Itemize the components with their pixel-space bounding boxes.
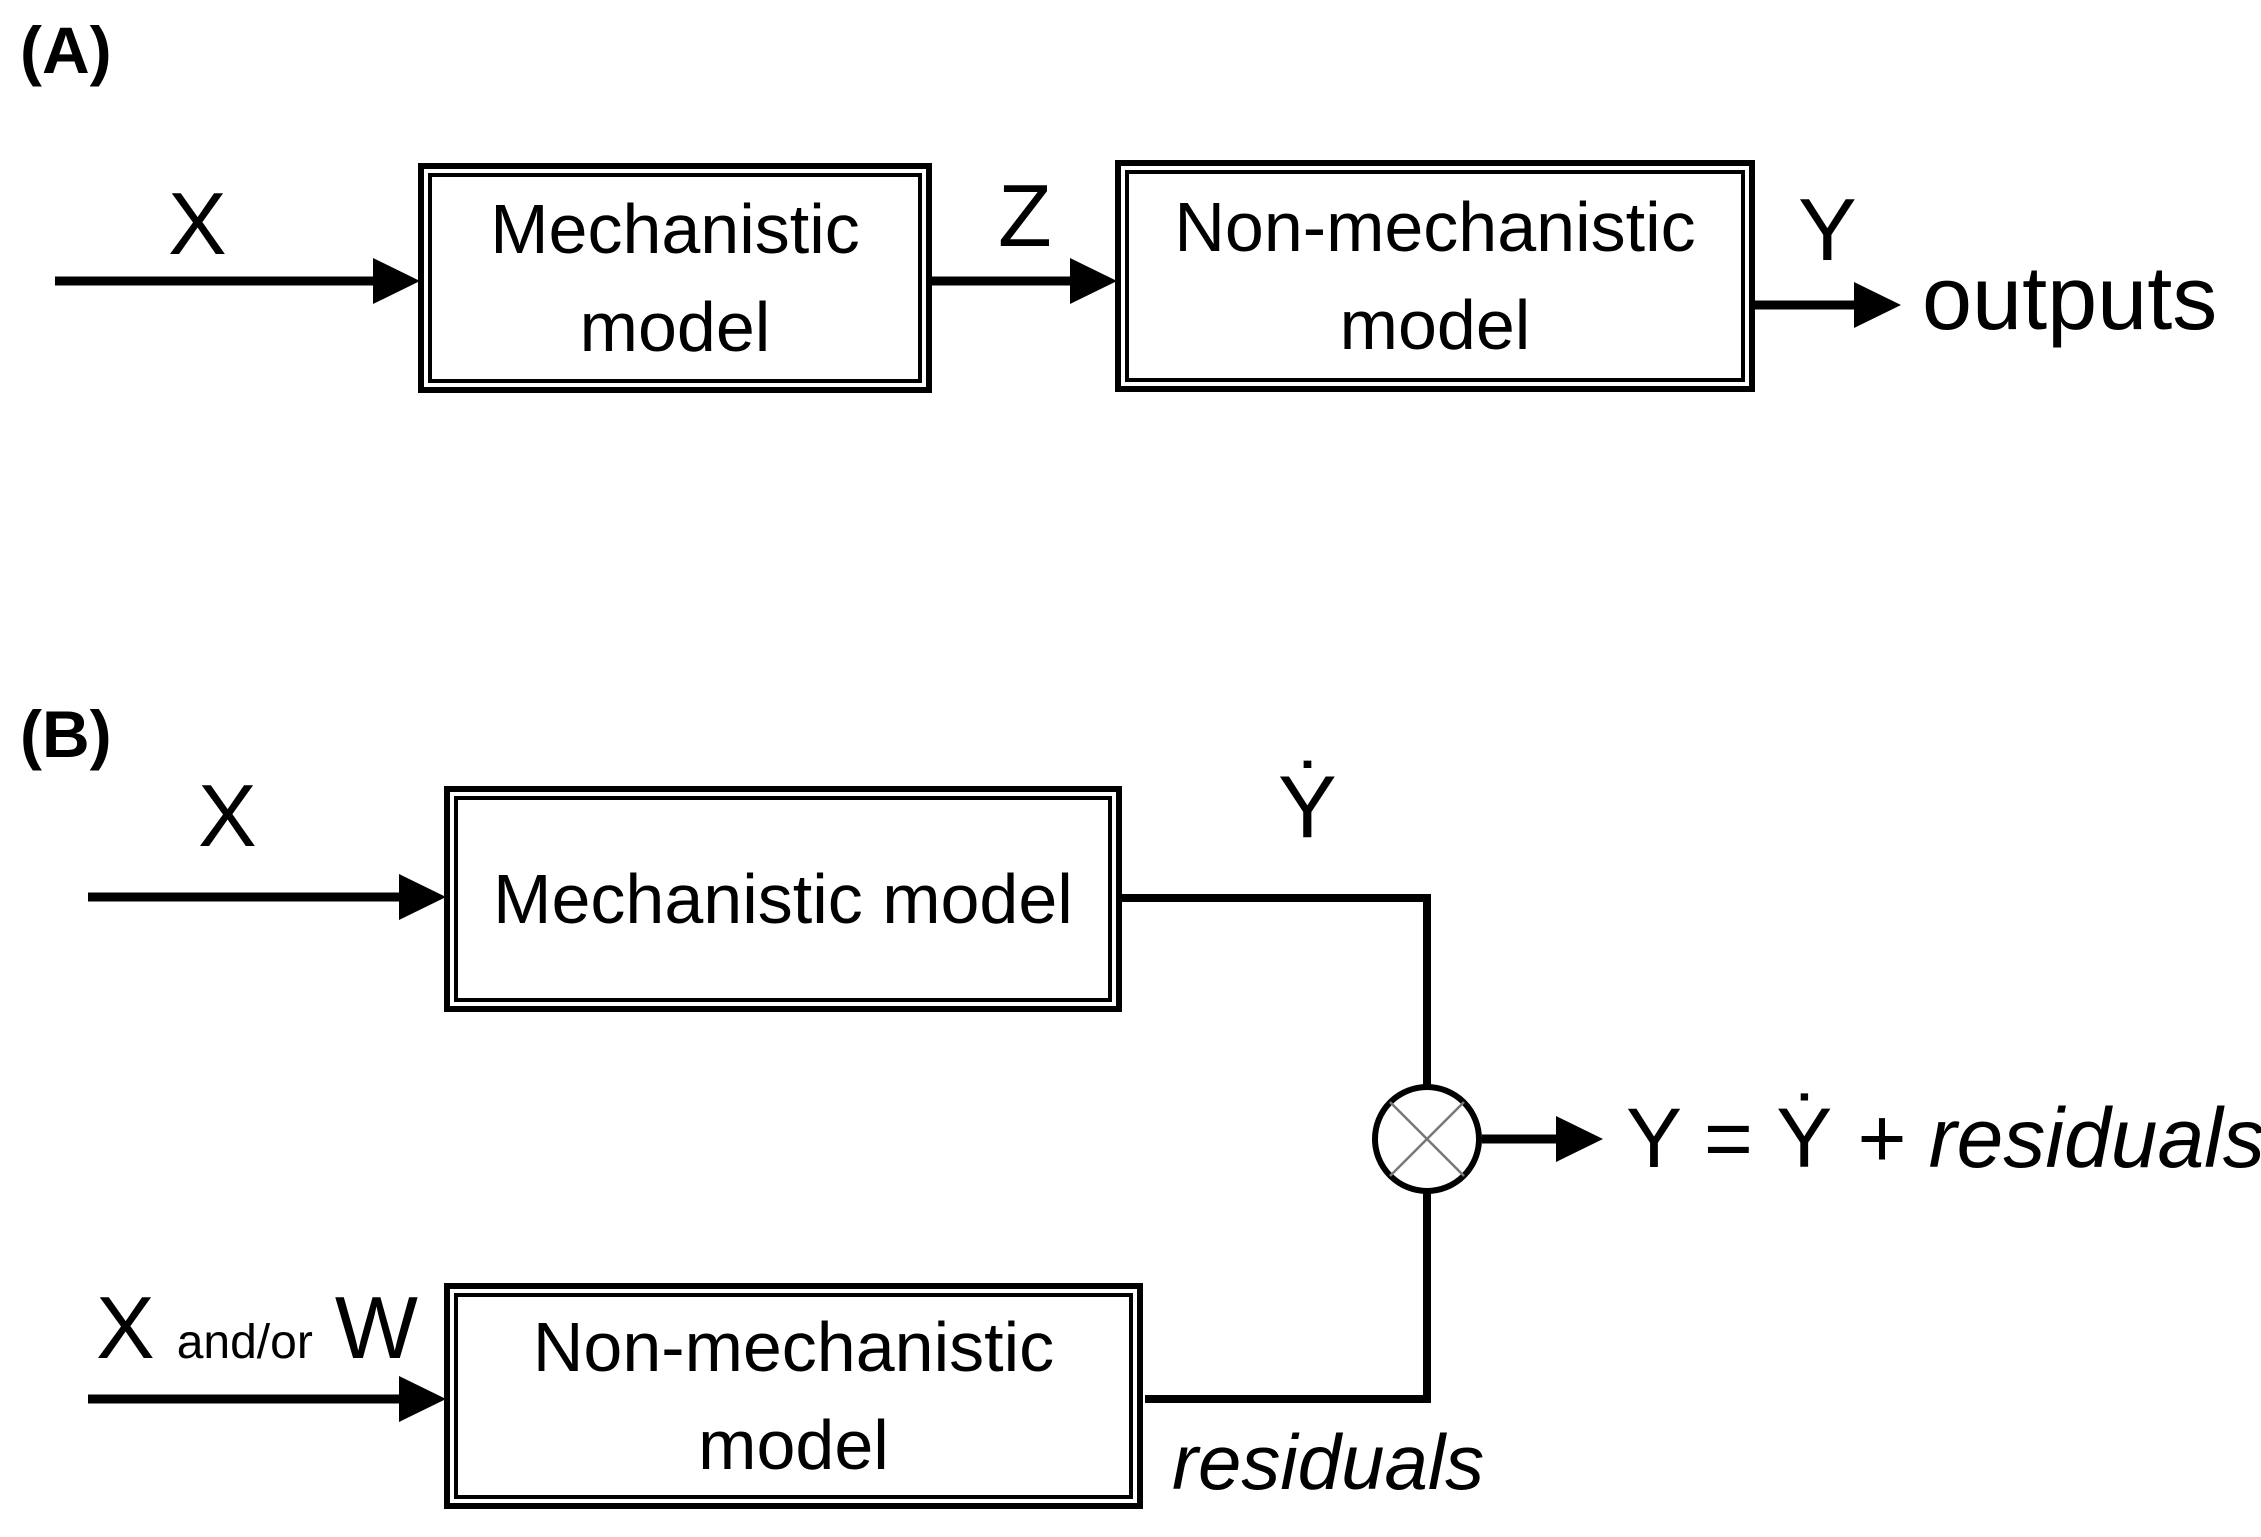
panel-b-input-bottom-andor: and/or [176, 1316, 313, 1369]
arrow-b-input-bottom [88, 1376, 446, 1422]
panel-a-input-label-x: X [168, 174, 227, 273]
panel-a-nonmechanistic-model-box: Non-mechanistic model [1115, 160, 1755, 392]
arrow-a-output [1753, 282, 1901, 328]
panel-b-mechanistic-model-box: Mechanistic model [444, 786, 1122, 1012]
panel-b-input-bottom-w: W [334, 1278, 418, 1377]
panel-b-input-bottom-x: X [96, 1278, 155, 1377]
connector-yhat-to-junction [1120, 894, 1431, 1089]
panel-a-label: (A) [20, 13, 112, 87]
panel-b-mechanistic-model-box-inner: Mechanistic model [454, 796, 1112, 1002]
panel-a-intermediate-label-z: Z [998, 166, 1052, 265]
multiply-junction-icon [1372, 1084, 1482, 1194]
panel-a-mechanistic-model-box: Mechanistic model [418, 163, 932, 393]
arrow-b-input-top [88, 874, 446, 920]
panel-b-equation-italic-part: + residuals [1856, 1091, 2261, 1185]
panel-b-residuals-label: residuals [1172, 1418, 1485, 1506]
panel-a-nonmechanistic-model-box-inner: Non-mechanistic model [1125, 170, 1745, 382]
panel-b-input-bottom-label: X and/or W [96, 1278, 418, 1377]
panel-b-output-equation: Y = Ẏ + residuals [1626, 1088, 2261, 1189]
panel-a-mechanistic-model-box-inner: Mechanistic model [428, 173, 922, 383]
panel-b-input-top-label-x: X [198, 766, 257, 865]
panel-a-outputs-text: outputs [1922, 249, 2218, 349]
panel-b-equation-normal-part: Y = Ẏ [1626, 1091, 1833, 1185]
panel-b-nonmechanistic-model-box-inner: Non-mechanistic model [454, 1293, 1133, 1499]
arrow-b-output [1482, 1116, 1603, 1162]
panel-a-output-label-y: Y [1798, 180, 1857, 279]
panel-b-nonmechanistic-model-label: Non-mechanistic model [532, 1308, 1055, 1484]
panel-b-yhat-label: Ẏ [1278, 757, 1337, 856]
panel-b-mechanistic-model-label: Mechanistic model [493, 860, 1073, 938]
panel-a-mechanistic-model-label: Mechanistic model [490, 190, 860, 366]
connector-residuals-to-junction [1145, 1189, 1431, 1403]
arrow-a-input [55, 258, 420, 304]
arrow-a-intermediate [930, 258, 1117, 304]
panel-b-label: (B) [20, 697, 112, 771]
panel-a-nonmechanistic-model-label: Non-mechanistic model [1174, 188, 1696, 364]
panel-b-nonmechanistic-model-box: Non-mechanistic model [444, 1283, 1143, 1509]
